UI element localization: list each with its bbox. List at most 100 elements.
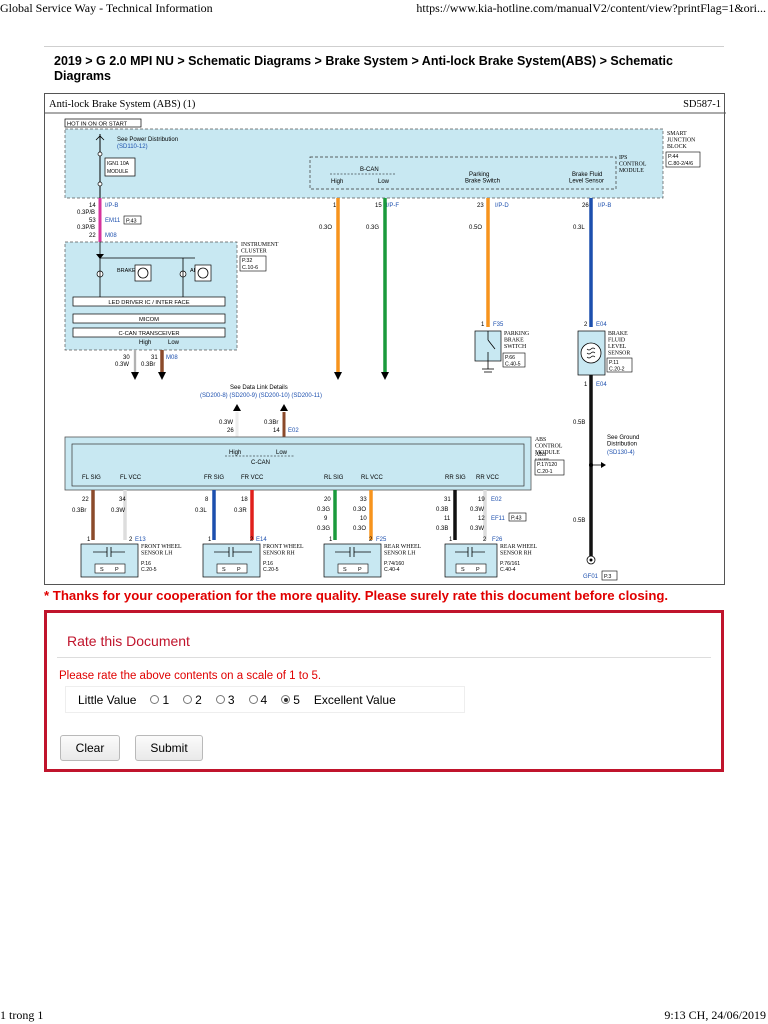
- lamp-brake-label: BRAKE: [117, 268, 136, 274]
- svg-text:0.3Br: 0.3Br: [264, 420, 278, 426]
- svg-text:P.16: P.16: [141, 561, 151, 567]
- svg-text:0.3Br: 0.3Br: [141, 362, 155, 368]
- svg-text:30: 30: [123, 355, 130, 361]
- svg-text:EF11: EF11: [491, 516, 506, 522]
- top-divider: [44, 46, 724, 47]
- submit-button[interactable]: Submit: [135, 735, 203, 761]
- svg-text:31: 31: [151, 355, 158, 361]
- footer-timestamp: 9:13 CH, 24/06/2019: [664, 1008, 766, 1022]
- svg-text:2: 2: [129, 537, 133, 543]
- led-driver-label: LED DRIVER IC / INTER FACE: [108, 300, 189, 306]
- ccan-label: C-CAN: [251, 460, 270, 466]
- svg-text:12: 12: [478, 516, 485, 522]
- svg-text:53: 53: [89, 218, 96, 224]
- radio-1[interactable]: [150, 695, 160, 704]
- svg-text:0.3B: 0.3B: [436, 526, 448, 532]
- svg-text:M08: M08: [166, 355, 178, 361]
- svg-text:C.20-1: C.20-1: [537, 469, 553, 475]
- svg-text:0.3P/B: 0.3P/B: [77, 225, 95, 231]
- svg-text:0.5B: 0.5B: [573, 420, 585, 426]
- svg-text:Low: Low: [168, 340, 180, 346]
- svg-text:E13: E13: [135, 537, 146, 543]
- svg-text:1: 1: [208, 537, 212, 543]
- svg-text:Low: Low: [378, 179, 390, 185]
- svg-text:P.66: P.66: [505, 355, 515, 361]
- svg-text:P.43: P.43: [126, 219, 137, 225]
- svg-text:EM11: EM11: [105, 218, 121, 224]
- svg-text:(SD130-4): (SD130-4): [607, 450, 635, 456]
- svg-text:1: 1: [481, 322, 485, 328]
- svg-text:I/P-F: I/P-F: [386, 203, 399, 209]
- svg-text:34: 34: [119, 497, 126, 503]
- svg-text:E04: E04: [596, 322, 607, 328]
- svg-text:26: 26: [227, 428, 234, 434]
- radio-3[interactable]: [215, 695, 225, 704]
- svg-text:0.5O: 0.5O: [469, 225, 482, 231]
- radio-2[interactable]: [183, 695, 193, 704]
- rating-option-3[interactable]: 3: [215, 693, 235, 707]
- power-ref: See Power Distribution: [117, 137, 178, 143]
- svg-text:P.3: P.3: [604, 574, 611, 580]
- svg-text:P.11: P.11: [609, 360, 619, 366]
- rating-option-2[interactable]: 2: [183, 693, 202, 707]
- svg-text:C.20-2: C.20-2: [609, 367, 625, 373]
- brake-lamp-icon: [137, 267, 149, 279]
- svg-text:33: 33: [360, 497, 367, 503]
- power-ref-code: (SD110-12): [117, 144, 148, 150]
- svg-text:E14: E14: [256, 537, 267, 543]
- breadcrumb: 2019 > G 2.0 MPI NU > Schematic Diagrams…: [54, 54, 673, 83]
- svg-text:18: 18: [241, 497, 248, 503]
- svg-text:FR SIG: FR SIG: [204, 475, 224, 481]
- svg-text:1: 1: [329, 537, 333, 543]
- svg-text:P: P: [476, 567, 480, 573]
- svg-text:0.3L: 0.3L: [195, 508, 207, 514]
- high-value-label: Excellent Value: [313, 692, 396, 707]
- svg-text:P.74/160: P.74/160: [384, 561, 404, 567]
- svg-text:11: 11: [444, 516, 451, 522]
- hot-label: HOT IN ON OR START: [67, 122, 128, 128]
- svg-text:I/P-D: I/P-D: [495, 203, 509, 209]
- clear-button[interactable]: Clear: [60, 735, 120, 761]
- svg-text:0.3P/B: 0.3P/B: [77, 210, 95, 216]
- svg-text:0.3G: 0.3G: [317, 507, 330, 513]
- svg-text:I/P-B: I/P-B: [598, 203, 611, 209]
- svg-text:10: 10: [360, 516, 367, 522]
- svg-text:2: 2: [369, 537, 373, 543]
- svg-text:14: 14: [89, 203, 96, 209]
- svg-text:FL SIG: FL SIG: [82, 475, 101, 481]
- svg-text:GF01: GF01: [583, 574, 599, 580]
- rating-option-1[interactable]: 1: [150, 693, 169, 707]
- svg-text:I/P-B: I/P-B: [105, 203, 118, 209]
- radio-5[interactable]: [281, 695, 291, 704]
- svg-text:0.3L: 0.3L: [573, 225, 585, 231]
- svg-text:20: 20: [324, 497, 331, 503]
- svg-text:C.20-5: C.20-5: [141, 567, 157, 573]
- rating-notice: * Thanks for your cooperation for the mo…: [44, 588, 669, 603]
- svg-text:1: 1: [449, 537, 453, 543]
- svg-text:0.3G: 0.3G: [366, 225, 379, 231]
- rating-option-4[interactable]: 4: [248, 693, 267, 707]
- svg-text:C.40-5: C.40-5: [505, 362, 521, 368]
- schematic-diagram: Anti-lock Brake System (ABS) (1) SD587-1…: [44, 93, 726, 585]
- svg-text:2: 2: [250, 537, 254, 543]
- footer-page-count: 1 trong 1: [0, 1008, 44, 1022]
- radio-4[interactable]: [248, 695, 258, 704]
- svg-text:RR SIG: RR SIG: [445, 475, 466, 481]
- rating-title: Rate this Document: [67, 633, 190, 649]
- svg-text:23: 23: [477, 203, 484, 209]
- rating-option-5[interactable]: 5: [281, 693, 300, 707]
- rating-divider: [57, 657, 711, 658]
- svg-text:P.16: P.16: [263, 561, 273, 567]
- svg-text:P.43: P.43: [511, 516, 522, 522]
- svg-text:RR VCC: RR VCC: [476, 475, 500, 481]
- svg-text:0.3W: 0.3W: [111, 508, 125, 514]
- svg-text:0.3B: 0.3B: [436, 507, 448, 513]
- svg-text:0.3O: 0.3O: [353, 507, 366, 513]
